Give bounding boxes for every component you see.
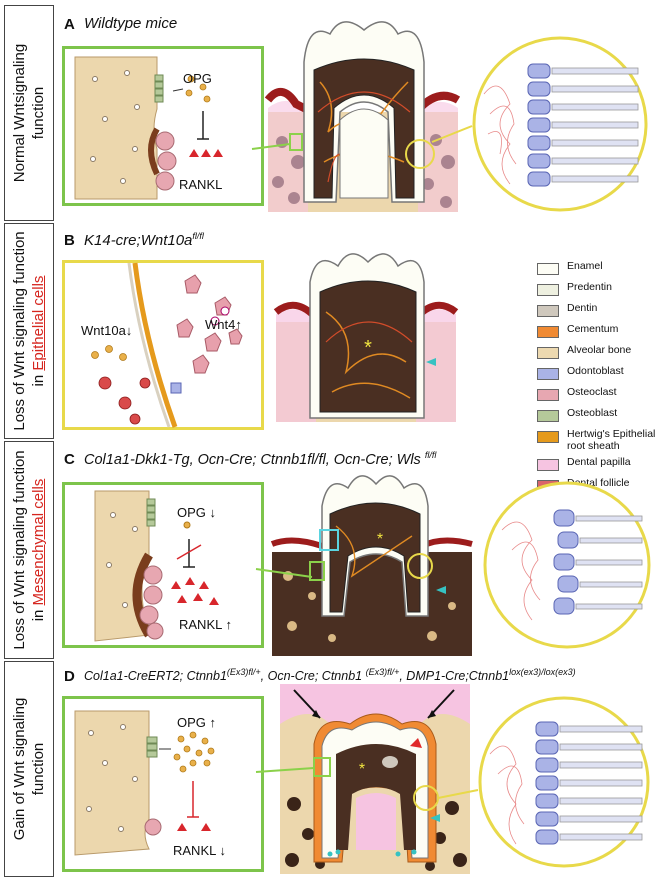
row-label-normal-line1: Normal Wntsignaling [11, 43, 28, 183]
panel-c-bone-illustration [94, 490, 219, 642]
legend-item-hers: Hertwig's Epithelial root sheath [537, 428, 657, 454]
legend-swatch-cementum [537, 326, 559, 338]
legend-label-osteoclast: Osteoclast [567, 386, 617, 398]
panel-c-rankl-label: RANKL ↑ [179, 617, 232, 632]
panel-c-asterisk: * [377, 531, 383, 548]
row-label-epithelial: Loss of Wnt signaling function in Epithe… [4, 223, 54, 439]
panel-b-title: K14-cre;Wnt10a [84, 232, 193, 249]
legend-item-enamel: Enamel [537, 260, 657, 279]
legend-item-dental-papilla: Dental papilla [537, 456, 657, 475]
panel-b-title-sup: fl/fl [192, 231, 204, 241]
panel-a-zoom-connector-right [431, 125, 473, 143]
panel-a-opg-label: OPG [183, 71, 212, 86]
panel-c-title: Col1a1-Dkk1-Tg, Ocn-Cre; Ctnnb1fl/fl, Oc… [84, 451, 425, 468]
legend-swatch-dentin [537, 305, 559, 317]
panel-a-odontoblast-zoom [472, 36, 648, 212]
row-label-mesenchymal: Loss of Wnt signaling function in Mesenc… [4, 441, 54, 659]
legend-swatch-dental-papilla [537, 459, 559, 471]
legend: Enamel Predentin Dentin Cementum Alveola… [537, 260, 657, 498]
panel-c-zoom-connector-left [255, 568, 313, 578]
panel-d-zoom-connector-left [255, 767, 315, 773]
panel-d-letter: D [64, 668, 75, 685]
legend-item-odontoblast: Odontoblast [537, 365, 657, 384]
legend-swatch-alveolar-bone [537, 347, 559, 359]
row-label-epithelial-highlight: Epithelial cells [30, 275, 47, 371]
panel-c-opg-label: OPG ↓ [177, 505, 217, 520]
legend-swatch-osteoclast [537, 389, 559, 401]
row-label-normal: Normal Wntsignaling function [4, 5, 54, 221]
panel-d-title-part2: , Ocn-Cre; Ctnnb1 [260, 669, 366, 684]
panel-c-odontoblast-zoom [483, 481, 651, 649]
panel-d-asterisk: * [359, 761, 365, 778]
legend-item-osteoclast: Osteoclast [537, 386, 657, 405]
legend-label-dental-papilla: Dental papilla [567, 456, 631, 468]
row-label-gain: Gain of Wnt signaling function [4, 661, 54, 877]
legend-swatch-enamel [537, 263, 559, 275]
row-label-epithelial-line1: Loss of Wnt signaling function [11, 231, 28, 431]
panel-b-wnt4-label: Wnt4↑ [205, 317, 242, 332]
panel-d-title-sup3: lox(ex3)/lox(ex3) [509, 667, 576, 677]
row-label-epithelial-line2: in [30, 370, 47, 387]
legend-label-hers: Hertwig's Epithelial root sheath [567, 428, 656, 452]
panel-a-title: Wildtype mice [84, 15, 178, 32]
legend-swatch-osteoblast [537, 410, 559, 422]
panel-d-bone-illustration [74, 710, 215, 856]
legend-label-enamel: Enamel [567, 260, 603, 272]
panel-a-inset: OPG RANKL [62, 46, 264, 206]
panel-b-cell-illustration [91, 262, 243, 428]
panel-b-inset: Wnt10a↓ Wnt4↑ [62, 260, 264, 430]
panel-c-letter: C [64, 451, 75, 468]
row-label-normal-line2: function [30, 86, 47, 140]
panel-b-letter: B [64, 232, 75, 249]
panel-d-title-sup1: (Ex3)fl/+ [226, 667, 261, 677]
legend-label-cementum: Cementum [567, 323, 619, 335]
legend-label-osteoblast: Osteoblast [567, 407, 618, 419]
panel-d-odontoblast-zoom [478, 696, 650, 868]
legend-label-odontoblast: Odontoblast [567, 365, 624, 377]
legend-item-alveolar-bone: Alveolar bone [537, 344, 657, 363]
legend-item-osteoblast: Osteoblast [537, 407, 657, 426]
panel-d-opg-label: OPG ↑ [177, 715, 217, 730]
row-label-gain-line1: Gain of Wnt signaling [11, 697, 28, 841]
panel-a-rankl-label: RANKL [179, 177, 223, 192]
legend-item-predentin: Predentin [537, 281, 657, 300]
panel-d-inset: OPG ↑ RANKL ↓ [62, 696, 264, 872]
legend-swatch-hers [537, 431, 559, 443]
panel-a-bone-illustration [74, 56, 223, 200]
legend-label-predentin: Predentin [567, 281, 612, 293]
panel-c-tooth-mesenchymal-loss: * [270, 475, 473, 656]
panel-b-tooth-epithelial-loss: * [273, 253, 459, 422]
panel-b-wnt10a-label: Wnt10a↓ [81, 323, 133, 338]
legend-label-dentin: Dentin [567, 302, 598, 314]
panel-c-title-sup: fl/fl [424, 450, 437, 460]
legend-item-cementum: Cementum [537, 323, 657, 342]
panel-d-title-sup2: (Ex3)fl/+ [365, 667, 400, 677]
legend-swatch-predentin [537, 284, 559, 296]
panel-a-letter: A [64, 16, 75, 33]
row-label-gain-line2: function [30, 742, 47, 796]
legend-label-alveolar-bone: Alveolar bone [567, 344, 632, 356]
panel-d-title-part1: Col1a1-CreERT2; Ctnnb1 [84, 669, 227, 684]
panel-d-tooth-gain: * [280, 684, 470, 874]
panel-d-zoom-connector-right [437, 789, 479, 799]
panel-a-tooth-normal [264, 21, 461, 212]
row-label-mesenchymal-highlight: Mesenchymal cells [30, 478, 47, 606]
row-label-mesenchymal-line2: in [30, 605, 47, 622]
row-label-mesenchymal-line1: Loss of Wnt signaling function [11, 450, 28, 650]
legend-swatch-odontoblast [537, 368, 559, 380]
panel-a-zoom-connector-left [251, 143, 291, 150]
panel-d-title-part3: , DMP1-Cre;Ctnnb1 [399, 669, 510, 684]
panel-b-asterisk: * [364, 337, 372, 359]
panel-c-inset: OPG ↓ RANKL ↑ [62, 482, 264, 648]
panel-d-rankl-label: RANKL ↓ [173, 843, 226, 858]
legend-item-dentin: Dentin [537, 302, 657, 321]
